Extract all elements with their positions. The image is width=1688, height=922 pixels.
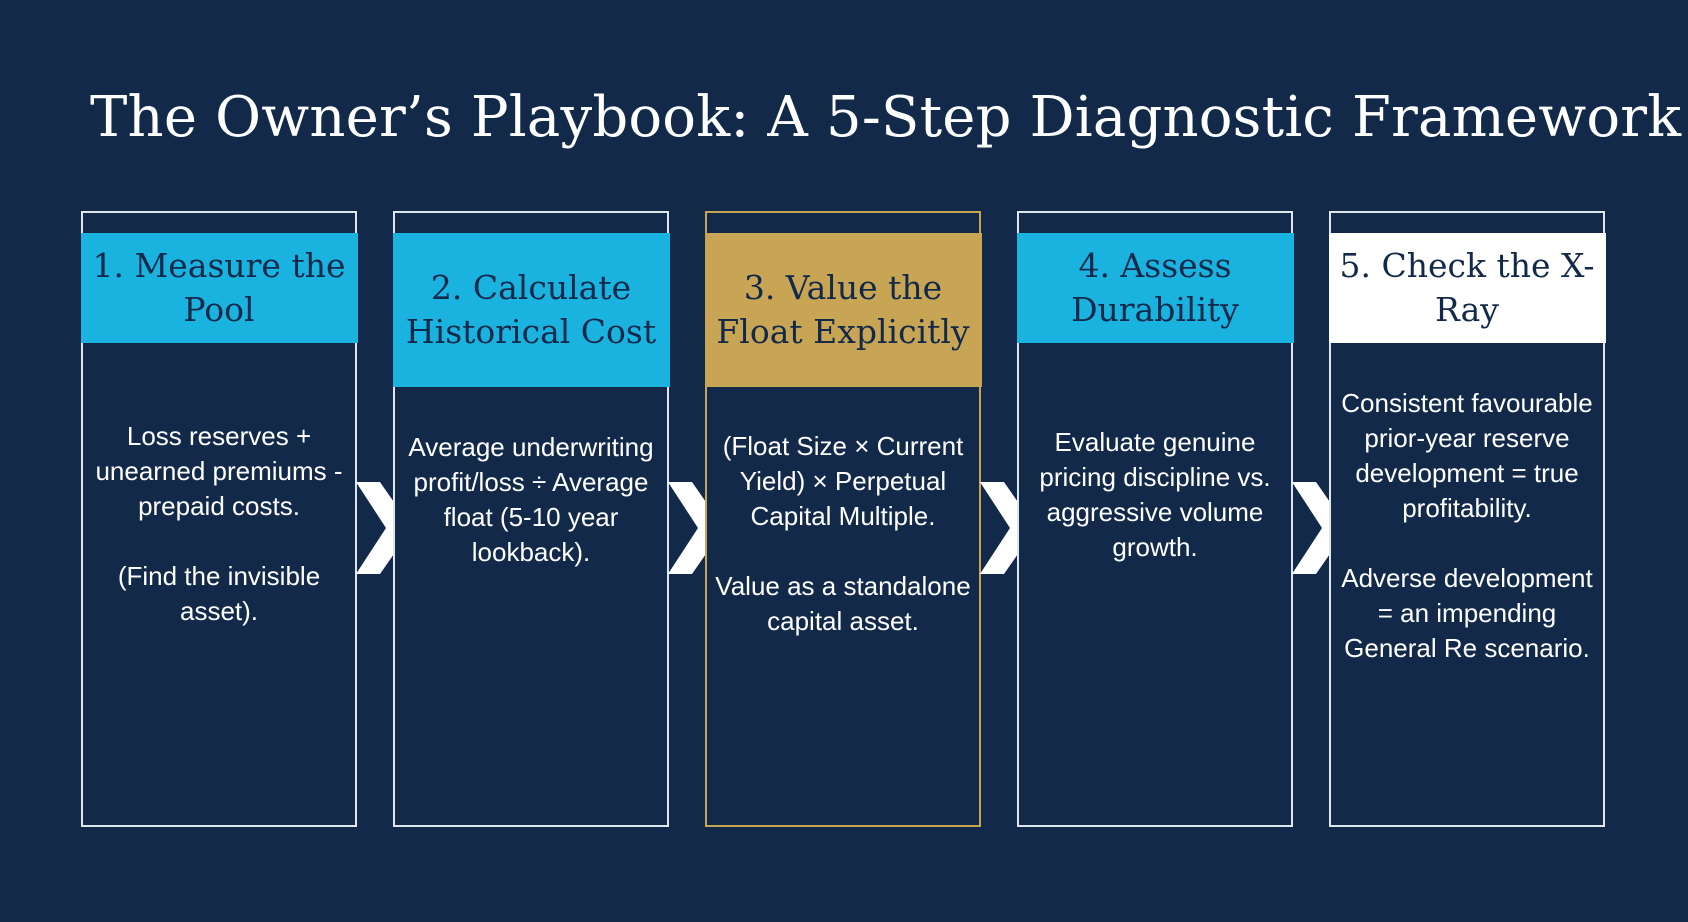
step-header-1: 1. Measure the Pool bbox=[80, 233, 358, 343]
step-card-2: 2. Calculate Historical Cost Average und… bbox=[392, 211, 670, 827]
step-card-3: 3. Value the Float Explicitly (Float Siz… bbox=[704, 211, 982, 827]
step-5-text-1: Consistent favourable prior-year reserve… bbox=[1341, 388, 1593, 523]
step-1-text-1: Loss reserves + unearned premiums - prep… bbox=[95, 421, 343, 521]
step-header-2: 2. Calculate Historical Cost bbox=[392, 233, 670, 387]
step-body-5: Consistent favourable prior-year reserve… bbox=[1339, 386, 1595, 666]
step-card-5: 5. Check the X-Ray Consistent favourable… bbox=[1328, 211, 1606, 827]
step-body-4: Evaluate genuine pricing discipline vs. … bbox=[1027, 425, 1283, 565]
step-body-1: Loss reserves + unearned premiums - prep… bbox=[91, 419, 347, 629]
step-1-text-2: (Find the invisible asset). bbox=[117, 561, 321, 626]
step-5-text-2: Adverse development = an impending Gener… bbox=[1341, 563, 1593, 663]
step-body-3: (Float Size × Current Yield) × Perpetual… bbox=[715, 429, 971, 639]
page-title: The Owner’s Playbook: A 5-Step Diagnosti… bbox=[90, 85, 1682, 150]
step-3-text-2: Value as a standalone capital asset. bbox=[715, 571, 971, 636]
step-header-5: 5. Check the X-Ray bbox=[1328, 233, 1606, 343]
step-body-2: Average underwriting profit/loss ÷ Avera… bbox=[403, 430, 659, 570]
step-header-3: 3. Value the Float Explicitly bbox=[704, 233, 982, 387]
step-header-4: 4. Assess Durability bbox=[1016, 233, 1294, 343]
step-3-text-1: (Float Size × Current Yield) × Perpetual… bbox=[722, 431, 964, 531]
step-card-4: 4. Assess Durability Evaluate genuine pr… bbox=[1016, 211, 1294, 827]
step-card-1: 1. Measure the Pool Loss reserves + unea… bbox=[80, 211, 358, 827]
step-4-text-1: Evaluate genuine pricing discipline vs. … bbox=[1039, 427, 1271, 562]
step-2-text-1: Average underwriting profit/loss ÷ Avera… bbox=[408, 432, 654, 567]
